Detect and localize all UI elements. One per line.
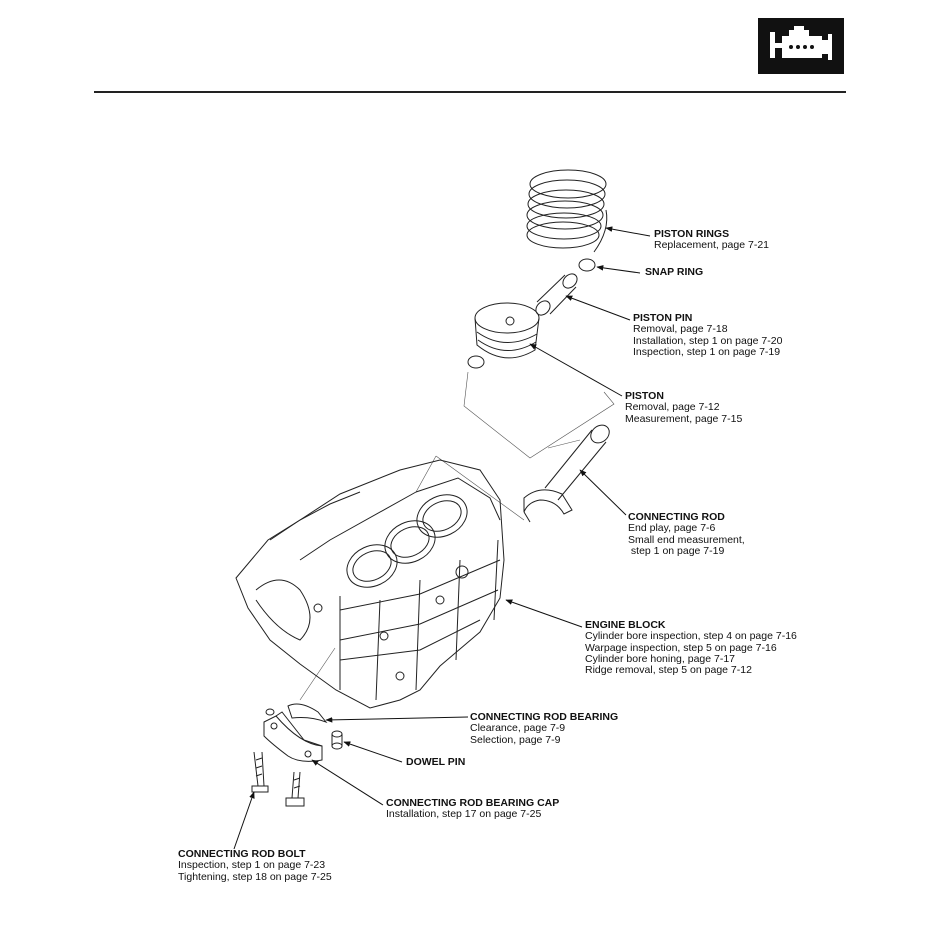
callout-piston-pin: PISTON PIN Removal, page 7-18 Installati…: [633, 312, 783, 358]
engine-section-badge: [758, 18, 844, 74]
piston-rings-part: [526, 169, 608, 253]
callout-ref: Tightening, step 18 on page 7-25: [178, 870, 332, 883]
connecting-rod-part: [523, 424, 610, 523]
callout-connecting-rod: CONNECTING ROD End play, page 7-6 Small …: [628, 511, 745, 557]
callout-engine-block: ENGINE BLOCK Cylinder bore inspection, s…: [585, 619, 797, 677]
snap-ring-part: [578, 258, 596, 272]
header-rule: [94, 91, 846, 93]
callout-ref: End play, page 7-6: [628, 522, 716, 535]
callout-title: PISTON PIN: [633, 312, 693, 324]
callout-ref: step 1 on page 7-19: [628, 544, 725, 557]
callout-title: CONNECTING ROD BEARING: [470, 711, 619, 723]
callout-ref: Selection, page 7-9: [470, 733, 561, 746]
callout-connecting-rod-bolt: CONNECTING ROD BOLT Inspection, step 1 o…: [178, 848, 332, 883]
leader-lines: [233, 226, 651, 850]
callout-ref: Replacement, page 7-21: [654, 239, 769, 252]
callout-title: PISTON RINGS: [654, 228, 730, 240]
callout-title: ENGINE BLOCK: [585, 619, 666, 631]
callout-ref: Warpage inspection, step 5 on page 7-16: [585, 641, 777, 654]
callout-ref: Small end measurement,: [628, 533, 745, 546]
callout-connecting-rod-bearing-cap: CONNECTING ROD BEARING CAP Installation,…: [386, 797, 560, 821]
callout-piston: PISTON Removal, page 7-12 Measurement, p…: [625, 390, 743, 425]
callout-title: CONNECTING ROD BOLT: [178, 848, 306, 860]
assembly-guide-lines: [299, 371, 615, 701]
callout-ref: Cylinder bore honing, page 7-17: [585, 652, 736, 665]
callout-title: CONNECTING ROD: [628, 511, 725, 523]
callout-ref: Inspection, step 1 on page 7-23: [178, 859, 326, 872]
piston-pin-part: [535, 273, 578, 316]
connecting-rod-bolt-part: [251, 751, 305, 807]
connecting-rod-bearing-part: [287, 703, 328, 724]
callout-ref: Installation, step 1 on page 7-20: [633, 334, 783, 347]
dowel-pin-part: [265, 708, 343, 750]
snap-ring-lower-part: [467, 355, 485, 369]
callout-ref: Clearance, page 7-9: [470, 722, 566, 735]
callout-ref: Ridge removal, step 5 on page 7-12: [585, 664, 752, 677]
connecting-rod-bearing-cap-part: [263, 711, 323, 762]
callout-ref: Removal, page 7-18: [633, 323, 728, 336]
engine-block-part: [235, 459, 505, 709]
callout-title: SNAP RING: [645, 266, 704, 278]
callout-ref: Measurement, page 7-15: [625, 412, 743, 425]
callout-snap-ring: SNAP RING: [645, 266, 704, 278]
callout-title: DOWEL PIN: [406, 756, 466, 768]
callout-ref: Installation, step 17 on page 7-25: [386, 808, 542, 821]
callout-ref: Cylinder bore inspection, step 4 on page…: [585, 630, 797, 643]
callout-ref: Removal, page 7-12: [625, 401, 720, 414]
callout-dowel-pin: DOWEL PIN: [406, 756, 466, 768]
callout-title: CONNECTING ROD BEARING CAP: [386, 797, 560, 809]
callout-piston-rings: PISTON RINGS Replacement, page 7-21: [654, 228, 769, 252]
callout-title: PISTON: [625, 390, 664, 402]
callout-connecting-rod-bearing: CONNECTING ROD BEARING Clearance, page 7…: [470, 711, 619, 746]
piston-part: [474, 302, 540, 359]
callout-ref: Inspection, step 1 on page 7-19: [633, 345, 781, 358]
engine-icon: [770, 26, 832, 60]
